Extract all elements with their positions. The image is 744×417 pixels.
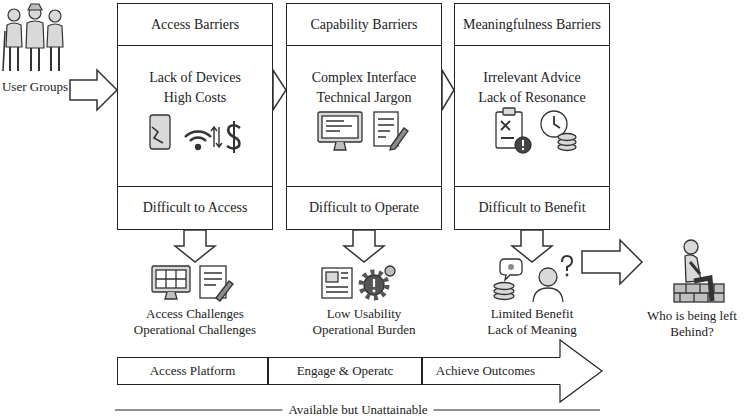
stage-segment: Engage & Operatc	[268, 357, 422, 385]
barrier-text: Irrelevant Advice Lack of Resonance	[455, 46, 609, 187]
usability-icons	[322, 266, 395, 298]
user-group: User Groups	[0, 3, 70, 95]
column-header: Capability Barriers	[287, 4, 441, 46]
column-header: Meaningfulness Barriers	[455, 4, 609, 46]
barrier-text: Lack of Devices High Costs	[118, 46, 272, 187]
block-arrow	[582, 240, 642, 284]
span-label: Available but Unattainable	[282, 402, 433, 417]
interface-icons	[318, 112, 408, 150]
column-header: Access Barriers	[118, 4, 272, 46]
column-footer: Difficult to Operate	[287, 187, 441, 229]
column-footer: Difficult to Access	[118, 187, 272, 229]
barrier-column: Meaningfulness BarriersIrrelevant Advice…	[454, 3, 610, 230]
stage-segment: Access Platform	[117, 357, 268, 385]
block-arrow	[442, 70, 454, 110]
node-label: User Groups	[0, 79, 70, 95]
block-arrow	[70, 70, 117, 110]
outcome-item: Access Challenges Operational Challenges	[125, 262, 265, 340]
node-label: Access Challenges Operational Challenges	[125, 306, 265, 338]
column-footer: Difficult to Benefit	[455, 187, 609, 229]
node-label: Who is being left Behind?	[642, 308, 742, 340]
sitting-figure	[674, 240, 724, 302]
node-label: Limited Benefit Lack of Meaning	[482, 306, 582, 338]
advice-icons	[496, 108, 576, 153]
node-label: Low Usability Operational Burden	[304, 306, 424, 338]
barrier-column: Access BarriersLack of Devices High Cost…	[117, 3, 273, 230]
barrier-text: Complex Interface Technical Jargon	[287, 46, 441, 187]
barrier-column: Capability BarriersComplex Interface Tec…	[286, 3, 442, 230]
node-label: Achieve Outcomes	[436, 363, 535, 379]
node-label: Access Platform	[150, 363, 236, 379]
benefit-icons	[494, 256, 572, 302]
stage-segment: Achieve Outcomes	[422, 357, 560, 385]
elderly-figures	[3, 4, 63, 71]
stage-arrow-head	[555, 340, 602, 402]
device-cost-icons	[150, 115, 240, 153]
block-arrow	[273, 70, 286, 110]
block-arrow	[175, 230, 215, 262]
outcome-item: Low Usability Operational Burden	[304, 262, 424, 340]
block-arrow	[512, 230, 552, 262]
node-label: Engage & Operatc	[297, 363, 394, 379]
access-challenge-icons	[152, 266, 233, 301]
outcome-item: Limited Benefit Lack of Meaning	[482, 262, 582, 340]
left-behind-figure: Who is being left Behind?	[642, 232, 742, 340]
block-arrow	[344, 230, 384, 262]
